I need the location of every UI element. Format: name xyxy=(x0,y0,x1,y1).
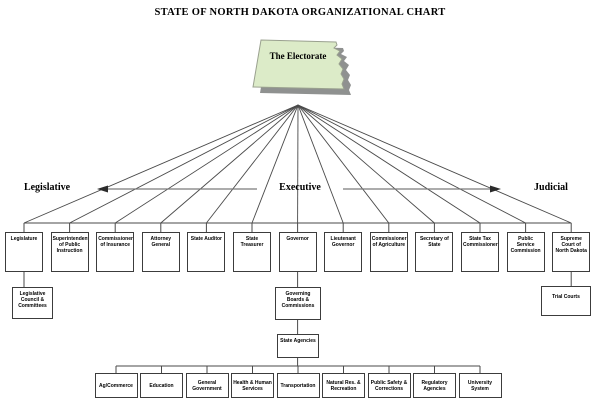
agencies-bus xyxy=(115,365,481,373)
org-box-tax-commissioner: State Tax Commissioner xyxy=(461,232,499,272)
org-box-governor: Governor xyxy=(278,232,317,272)
agency-label: Public Safety & Corrections xyxy=(370,379,408,392)
agency-box-general-government: General Government xyxy=(185,373,229,398)
branch-label-legislative: Legislative xyxy=(23,182,71,193)
agency-label: Ag/Commerce xyxy=(99,382,133,389)
agency-box-university-system: University System xyxy=(458,373,502,398)
office-row-bus xyxy=(23,222,572,232)
judicial-arrow xyxy=(343,185,501,193)
org-box-supreme-court: Supreme Court of North Dakota xyxy=(552,232,591,272)
org-box-lieutenant-governor: Lieutenant Governor xyxy=(324,232,363,272)
org-box-state-auditor: State Auditor xyxy=(187,232,226,272)
org-box-trial-courts: Trial Courts xyxy=(541,286,591,316)
agency-label: General Government xyxy=(192,379,222,392)
branch-label-judicial: Judicial xyxy=(534,182,568,193)
agency-box-ag-commerce: Ag/Commerce xyxy=(94,373,138,398)
legislative-arrow xyxy=(97,185,257,193)
org-box-public-service-commission: Public Service Commission xyxy=(506,232,545,272)
org-box-legislative-council: Legislative Council & Committees xyxy=(12,287,53,319)
agency-label: Health & Human Services xyxy=(233,379,272,392)
agency-label: Transportation xyxy=(280,382,316,389)
org-box-state-agencies: State Agencies xyxy=(277,334,319,358)
agency-label: Education xyxy=(149,382,174,389)
electorate-label: The Electorate xyxy=(269,51,327,61)
org-box-insurance-commissioner: Commissioner of Insurance xyxy=(96,232,135,272)
agency-label: University System xyxy=(467,379,493,392)
org-box-legislature: Legislature xyxy=(5,232,43,272)
agency-box-natural-resources: Natural Res. & Recreation xyxy=(322,373,365,398)
sub-connectors xyxy=(23,272,572,366)
branch-label-executive: Executive xyxy=(279,182,321,193)
agency-label: Regulatory Agencies xyxy=(421,379,448,392)
org-box-state-treasurer: State Treasurer xyxy=(233,232,271,272)
org-box-governing-boards: Governing Boards & Commissions xyxy=(275,287,321,320)
electorate-fan-lines xyxy=(23,104,572,224)
org-box-secretary-of-state: Secretary of State xyxy=(415,232,454,272)
agency-box-regulatory: Regulatory Agencies xyxy=(413,373,456,398)
agency-box-transportation: Transportation xyxy=(276,373,320,398)
org-box-agriculture-commissioner: Commissioner of Agriculture xyxy=(369,232,408,272)
agency-box-public-safety: Public Safety & Corrections xyxy=(367,373,411,398)
org-box-attorney-general: Attorney General xyxy=(141,232,180,272)
agency-box-health-human-services: Health & Human Services xyxy=(231,373,274,398)
north-dakota-shape xyxy=(252,39,345,90)
org-box-superintendent: Superintendent of Public Instruction xyxy=(50,232,89,272)
agency-label: Natural Res. & Recreation xyxy=(326,379,361,392)
page-title: STATE OF NORTH DAKOTA ORGANIZATIONAL CHA… xyxy=(154,7,446,18)
agency-box-education: Education xyxy=(140,373,183,398)
